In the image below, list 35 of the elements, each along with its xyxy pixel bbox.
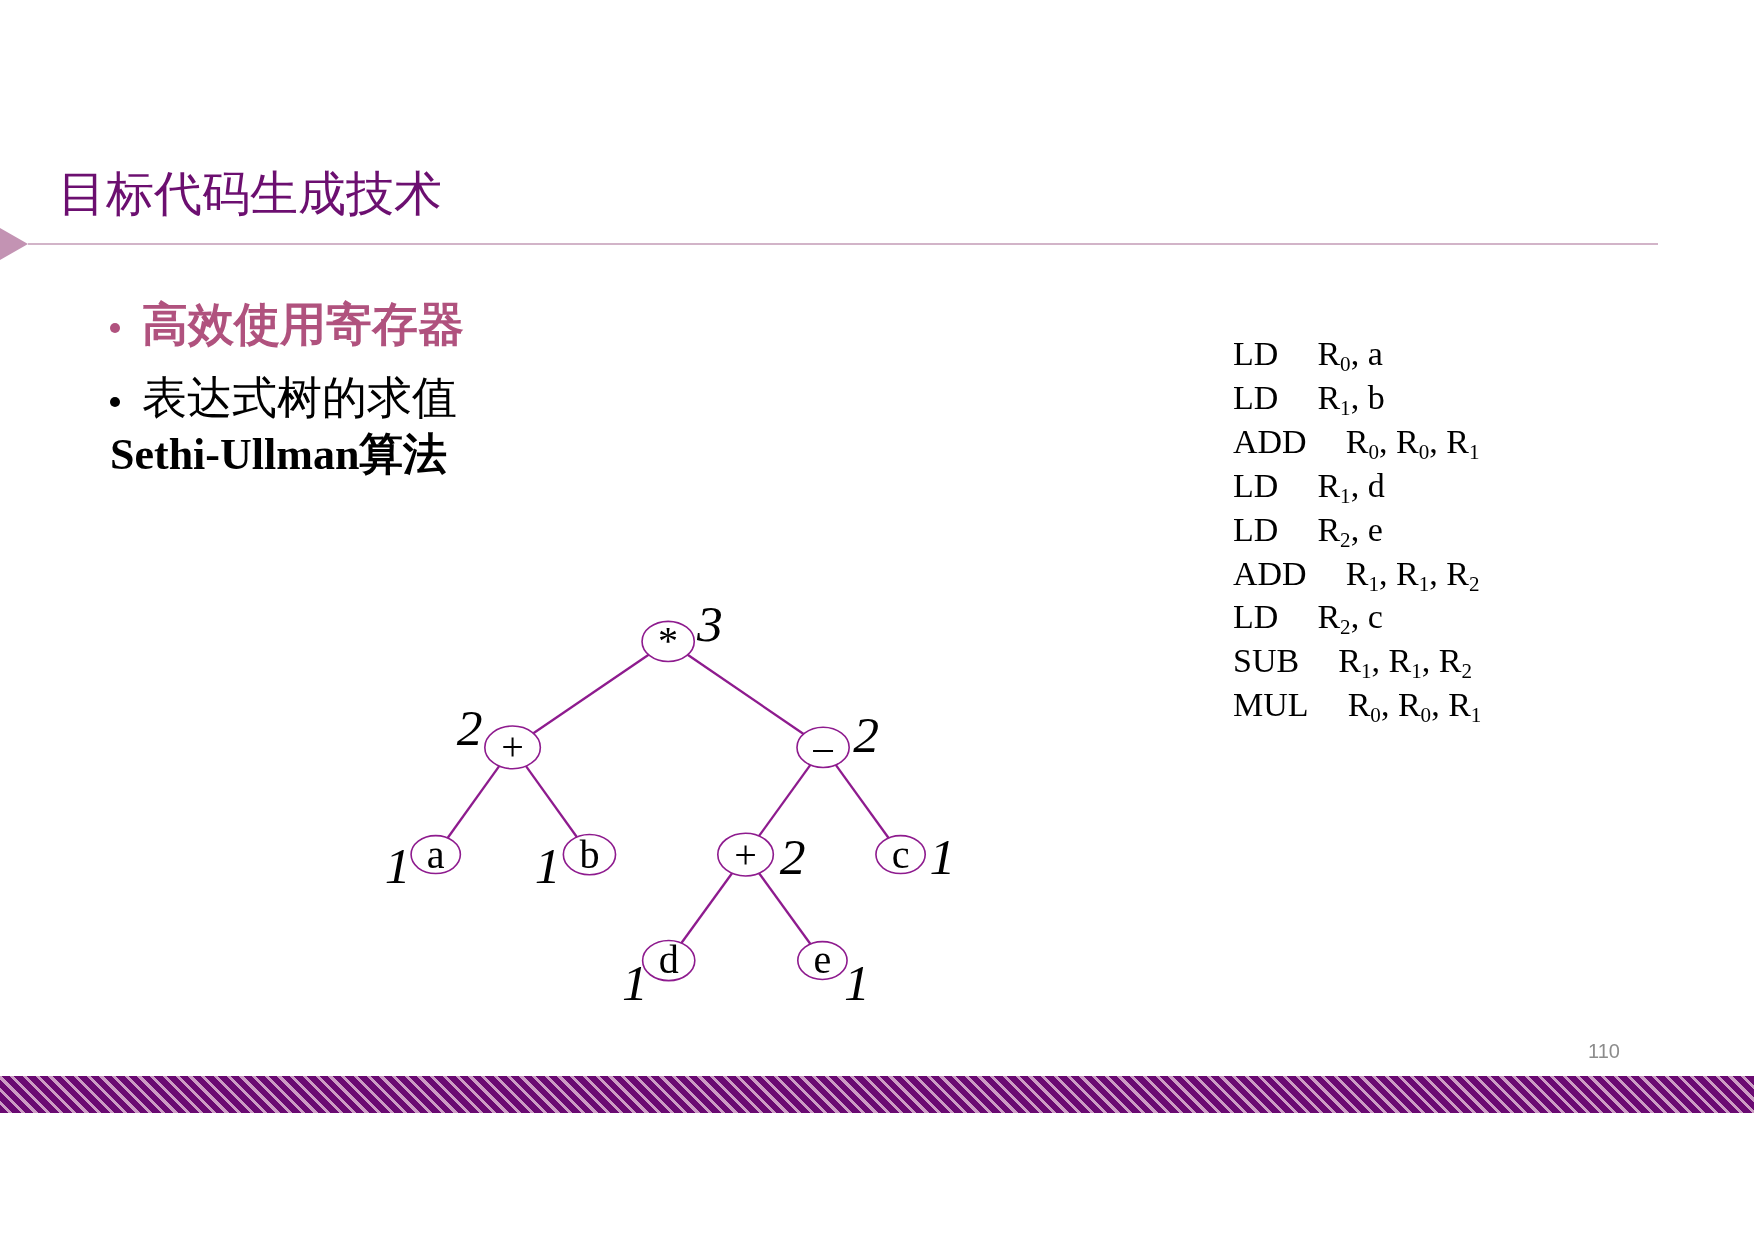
code-line: ADD R$_{0}$, R$_{0}$, R$_{1}$	[1233, 424, 1480, 459]
ellipse-node: b	[562, 831, 617, 877]
page-number: 110	[1588, 1040, 1620, 1063]
code-line: SUB R$_{1}$, R$_{1}$, R$_{2}$	[1233, 644, 1472, 679]
ellipse-node: d	[641, 937, 696, 983]
bullet-text: 表达式树的求值	[142, 372, 457, 424]
node-number: 1	[384, 836, 411, 894]
code-line: MUL R$_{0}$, R$_{0}$, R$_{1}$	[1233, 688, 1482, 723]
tree-edge	[532, 653, 650, 735]
code-line: LD R$_{2}$, c	[1233, 600, 1383, 635]
code-line: LD R$_{0}$, a	[1233, 337, 1383, 371]
slide-title: 目标代码生成技术	[58, 166, 442, 222]
ellipse-node: +	[484, 724, 542, 770]
node-number: 1	[534, 837, 561, 895]
code-line: ADD R$_{1}$, R$_{1}$, R$_{2}$	[1233, 556, 1480, 591]
code-line: LD R$_{2}$, e	[1233, 512, 1383, 547]
tree-edge	[680, 872, 733, 944]
node-number: 2	[456, 698, 483, 756]
bullet-heading: 高效使用寄存器	[142, 298, 464, 351]
ellipse-node: –	[796, 724, 850, 769]
ellipse-node: *	[641, 618, 696, 663]
tree-edge	[758, 764, 812, 837]
tree-edge	[834, 764, 890, 839]
node-number: 1	[929, 828, 956, 885]
node-number: 2	[779, 828, 806, 886]
tree-edge	[525, 765, 578, 838]
code-line: LD R$_{1}$, b	[1233, 380, 1385, 415]
code-line: LD R$_{1}$, d	[1233, 468, 1385, 503]
algorithm-title: Sethi-Ullman算法	[110, 430, 448, 481]
node-number: 3	[697, 594, 723, 652]
tree-edge	[758, 872, 812, 945]
node-number: 2	[853, 705, 880, 763]
ellipse-node: +	[717, 831, 775, 877]
tree-edge	[687, 653, 805, 735]
tree-edge	[446, 765, 501, 839]
